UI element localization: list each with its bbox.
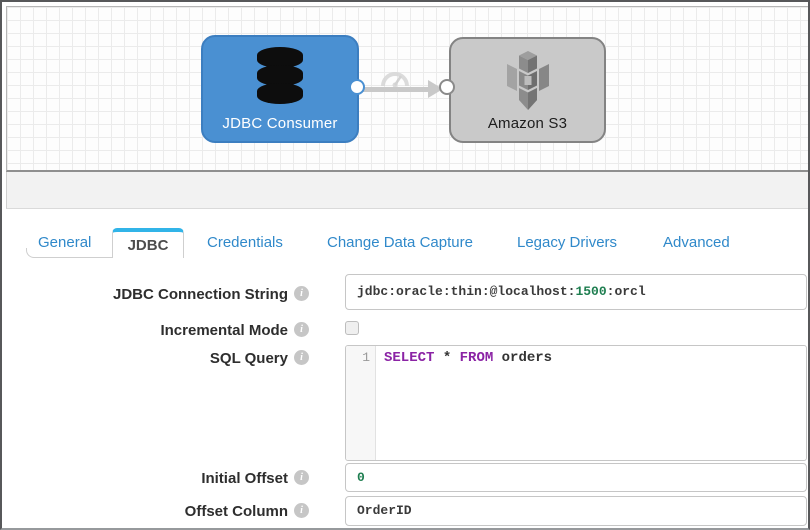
sql-operator: * xyxy=(434,350,460,366)
info-icon[interactable]: i xyxy=(294,350,309,365)
jdbc-connection-string-input[interactable]: jdbc:oracle:thin:@localhost:1500:orcl xyxy=(345,274,807,310)
incremental-mode-label: Incremental Mode xyxy=(160,322,288,339)
tab-advanced[interactable]: Advanced xyxy=(663,234,730,251)
connection-string-port: 1500 xyxy=(575,284,607,299)
tab-jdbc[interactable]: JDBC xyxy=(112,228,184,258)
info-icon[interactable]: i xyxy=(294,286,309,301)
tab-credentials[interactable]: Credentials xyxy=(207,234,283,251)
input-port[interactable] xyxy=(439,79,455,95)
offset-column-input[interactable]: OrderID xyxy=(345,496,807,526)
initial-offset-input[interactable]: 0 xyxy=(345,463,807,492)
sql-query-editor[interactable]: 1 SELECT * FROM orders xyxy=(345,345,807,461)
info-icon[interactable]: i xyxy=(294,322,309,337)
sql-keyword: FROM xyxy=(459,350,494,366)
sql-table-name: orders xyxy=(493,350,553,366)
database-icon xyxy=(203,47,357,105)
initial-offset-label: Initial Offset xyxy=(201,470,288,487)
stage-jdbc-consumer[interactable]: JDBC Consumer xyxy=(201,35,359,143)
incremental-mode-checkbox[interactable] xyxy=(345,321,359,335)
sql-keyword: SELECT xyxy=(384,350,435,366)
sql-query-label: SQL Query xyxy=(209,350,288,367)
info-icon[interactable]: i xyxy=(294,470,309,485)
stage-label: JDBC Consumer xyxy=(222,115,338,132)
config-panel-header xyxy=(6,172,808,209)
connection-string-suffix: :orcl xyxy=(606,284,646,299)
tab-legacy-drivers[interactable]: Legacy Drivers xyxy=(517,234,618,251)
editor-line-number: 1 xyxy=(346,346,376,460)
tab-general[interactable]: General xyxy=(38,234,92,251)
offset-column-label: Offset Column xyxy=(184,503,288,520)
tab-change-data-capture[interactable]: Change Data Capture xyxy=(327,234,473,251)
connection-string-prefix: jdbc:oracle:thin:@localhost: xyxy=(357,284,576,299)
s3-bucket-icon xyxy=(451,49,604,111)
stream-link xyxy=(361,87,431,92)
pipeline-canvas[interactable]: JDBC Consumer Amazon S3 xyxy=(6,6,808,172)
sql-query-code-line: SELECT * FROM orders xyxy=(384,350,552,366)
tabbar-underline xyxy=(26,248,113,258)
output-port[interactable] xyxy=(349,79,365,95)
stage-label: Amazon S3 xyxy=(487,115,568,132)
metrics-gauge-icon xyxy=(379,65,411,96)
jdbc-connection-string-label: JDBC Connection String xyxy=(113,286,288,303)
stage-amazon-s3[interactable]: Amazon S3 xyxy=(449,37,606,143)
info-icon[interactable]: i xyxy=(294,503,309,518)
